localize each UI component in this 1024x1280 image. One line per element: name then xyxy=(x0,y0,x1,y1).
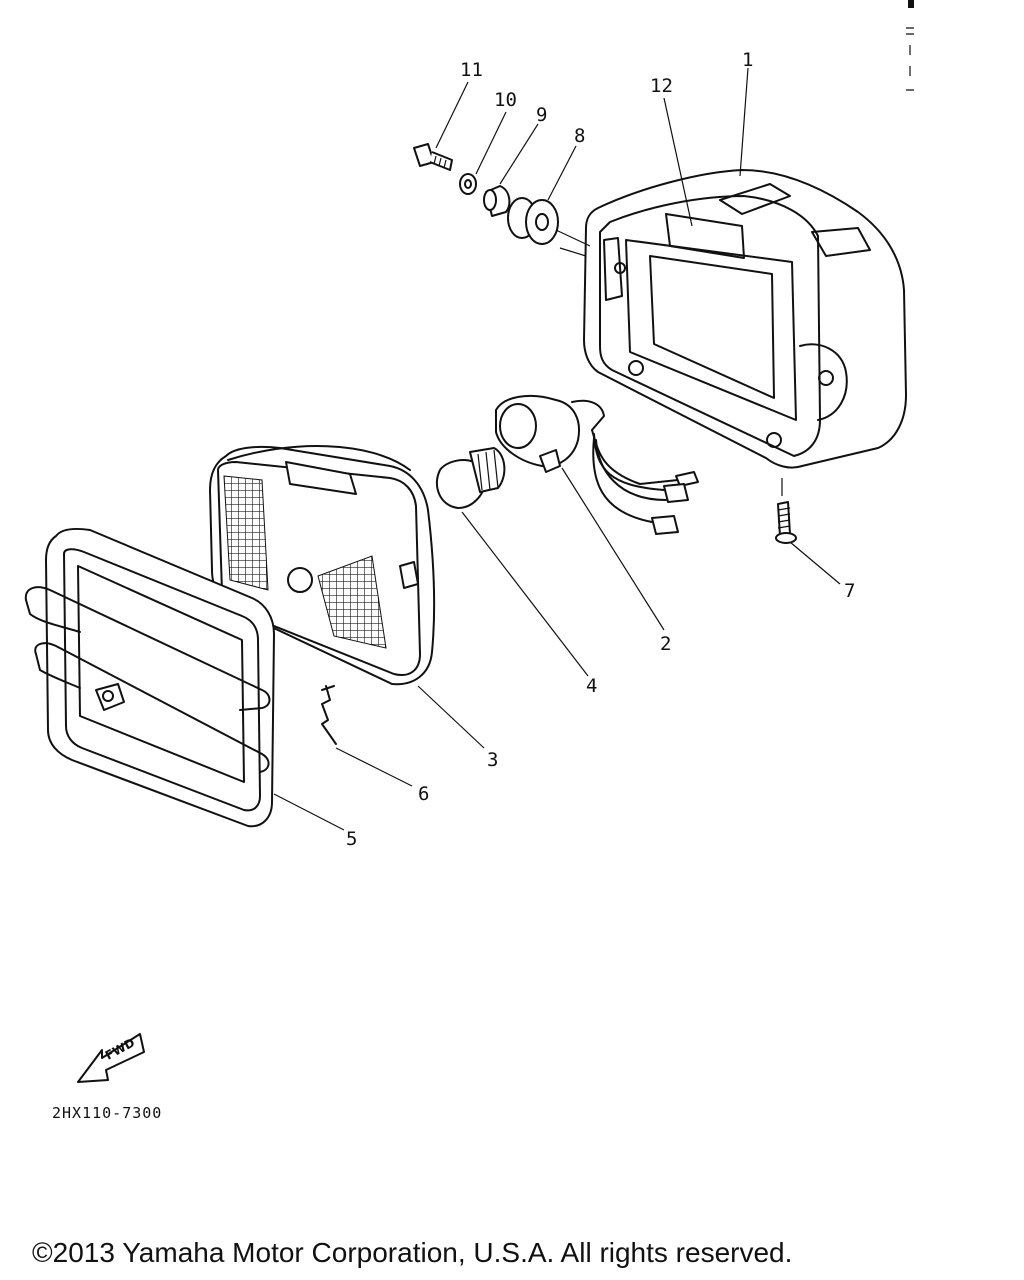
callout-8: 8 xyxy=(574,125,585,147)
callout-2: 2 xyxy=(660,633,671,655)
copyright-text: ©2013 Yamaha Motor Corporation, U.S.A. A… xyxy=(32,1237,793,1268)
page-edge-marks xyxy=(906,0,914,91)
callout-7: 7 xyxy=(844,580,855,602)
collar-part xyxy=(483,185,511,217)
callout-5: 5 xyxy=(346,828,357,850)
exploded-parts-diagram: 1 2 3 4 5 6 7 8 9 10 11 12 FWD 2HX110-73… xyxy=(24,0,914,1122)
callout-6: 6 xyxy=(418,783,429,805)
fwd-arrow-icon: FWD xyxy=(77,1033,145,1083)
callout-numbers: 1 2 3 4 5 6 7 8 9 10 11 12 xyxy=(346,49,855,850)
screw-part xyxy=(775,478,797,544)
housing-part xyxy=(559,169,907,469)
socket-part xyxy=(495,394,699,535)
callout-9: 9 xyxy=(536,104,547,126)
rim-guard-part xyxy=(24,527,275,828)
bulb-part xyxy=(435,447,506,509)
grommet-part xyxy=(507,197,591,247)
bolt-part xyxy=(413,143,453,171)
callout-1: 1 xyxy=(742,49,753,71)
leader-lines xyxy=(273,67,841,831)
callout-4: 4 xyxy=(586,675,597,697)
callout-11: 11 xyxy=(460,59,483,81)
part-code-label: 2HX110-7300 xyxy=(52,1104,162,1122)
lens-unit-part xyxy=(209,445,436,686)
washer-part xyxy=(459,173,477,195)
clip-part xyxy=(321,685,337,745)
callout-12: 12 xyxy=(650,75,673,97)
callout-10: 10 xyxy=(494,89,517,111)
callout-3: 3 xyxy=(487,749,498,771)
